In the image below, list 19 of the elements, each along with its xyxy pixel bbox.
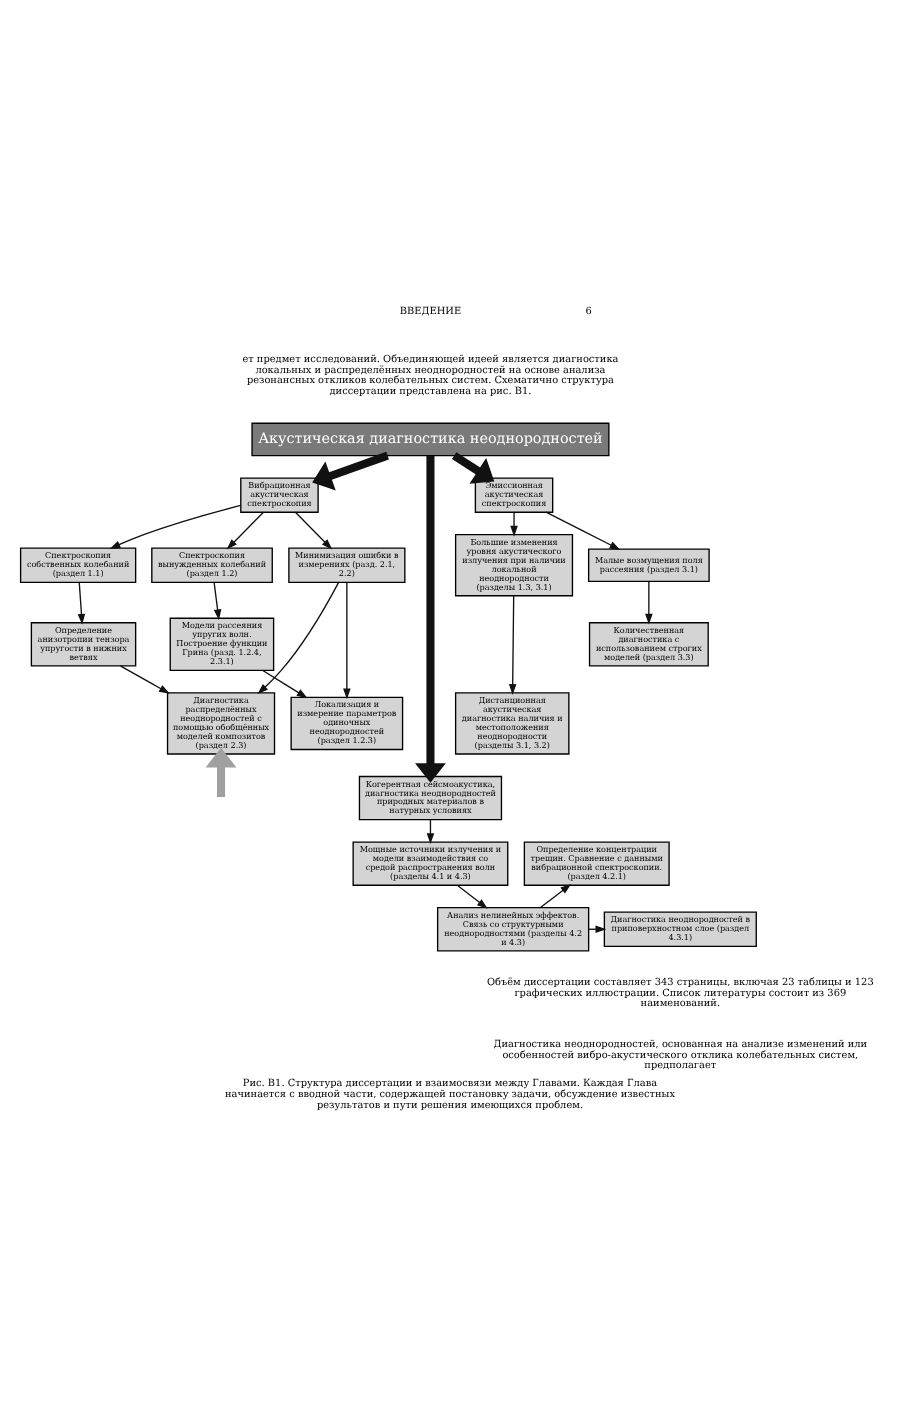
arrow [77, 580, 86, 624]
arrow [205, 746, 237, 797]
arrow [645, 580, 653, 624]
arrow [539, 883, 572, 908]
arrow [508, 594, 517, 694]
arrow [452, 451, 495, 483]
arrow [415, 454, 446, 782]
arrow [312, 450, 389, 490]
arrow [257, 580, 340, 694]
arrow [262, 668, 308, 698]
arrow [109, 503, 242, 548]
arrow [119, 664, 170, 693]
arrow [226, 510, 265, 549]
arrow [456, 883, 488, 908]
arrow [213, 580, 222, 620]
arrow [510, 510, 518, 536]
arrow [294, 510, 333, 549]
arrow [343, 580, 351, 699]
arrow [545, 510, 621, 549]
